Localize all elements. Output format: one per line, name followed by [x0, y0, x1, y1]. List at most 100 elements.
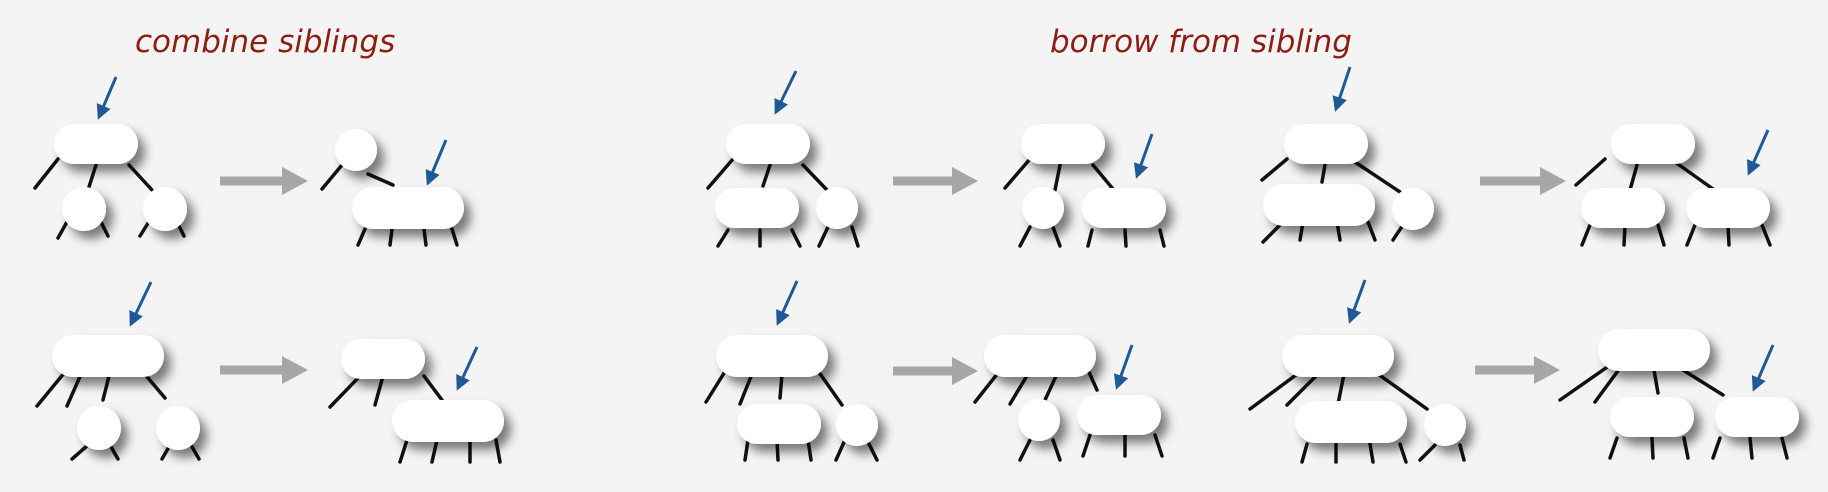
tree-edge [1003, 157, 1032, 190]
tree-edge [1043, 372, 1059, 402]
tree-edge [1685, 223, 1697, 247]
tree-edge [1650, 436, 1655, 460]
tree-edge [1366, 220, 1377, 242]
node-multi-key [1021, 124, 1105, 164]
tree-edge [790, 228, 802, 248]
tree-edge [366, 172, 395, 187]
tree-edge [1086, 368, 1099, 392]
tree-edge [1608, 436, 1619, 460]
title-borrow-from-sibling: borrow from sibling [1050, 24, 1352, 60]
tree-edge [1391, 223, 1405, 242]
tree-edge [1760, 223, 1772, 247]
tree-edge [738, 372, 754, 406]
tree-edge [761, 163, 772, 188]
tree-edge [328, 374, 362, 409]
node-multi-key [1282, 335, 1394, 377]
tree-edge [1051, 438, 1062, 462]
tree-edge [108, 443, 120, 461]
node-single-key [77, 406, 121, 450]
pointer-arrow [1332, 66, 1352, 112]
pointer-arrow [1751, 344, 1775, 392]
tree-edge [1153, 433, 1164, 458]
tree-edge [398, 438, 409, 464]
tree-edge [1711, 436, 1722, 460]
pointer-arrow [1113, 344, 1134, 390]
tree-edge [1053, 163, 1062, 192]
node-multi-key [1598, 329, 1710, 371]
title-combine-siblings: combine siblings [135, 24, 395, 60]
tree-edge [1320, 163, 1327, 184]
transition-arrow-head [282, 356, 308, 384]
transition-arrow-head [1534, 356, 1560, 384]
node-multi-key [984, 335, 1096, 377]
tree-edges [33, 157, 1789, 464]
pointer-arrow [774, 70, 798, 115]
node-multi-key [1715, 397, 1799, 437]
tree-edge [1682, 436, 1690, 460]
pointer-arrow [1347, 279, 1367, 324]
tree-edge [356, 227, 367, 247]
tree-edge [373, 374, 385, 407]
tree-edge [320, 163, 344, 191]
node-single-key [335, 129, 377, 171]
tree-edge [1086, 228, 1094, 248]
node-multi-key [1284, 124, 1368, 164]
node-multi-key [715, 188, 799, 228]
tree-edge [1285, 372, 1320, 407]
pointer-arrow [425, 139, 448, 186]
tree-edge [1398, 442, 1408, 464]
tree-edge [1248, 370, 1302, 411]
tree-edge [422, 374, 444, 402]
node-single-key [1018, 399, 1060, 441]
tree-edge [706, 157, 735, 190]
tree-edge [189, 443, 201, 461]
node-multi-key [52, 335, 164, 377]
tree-edge [1418, 443, 1437, 462]
pointer-arrow [456, 346, 479, 391]
tree-edge [422, 227, 428, 247]
tree-edge [1628, 163, 1639, 192]
transition-arrow-head [952, 357, 978, 385]
node-multi-key [352, 187, 464, 229]
tree-edge [704, 368, 728, 404]
tree-edge [86, 163, 98, 192]
transition-arrows [220, 167, 1566, 385]
tree-edge [388, 227, 394, 247]
tree-edge [817, 225, 830, 248]
tree-edge [850, 225, 860, 248]
tree-edge [1091, 163, 1115, 191]
pointer-arrow [776, 280, 799, 326]
tree-edge [1051, 225, 1062, 248]
tree-edge [33, 157, 60, 190]
tree-edge [35, 370, 67, 408]
tree-edge [1574, 157, 1607, 187]
node-multi-key [1077, 395, 1161, 435]
node-single-key [836, 404, 878, 446]
tree-edge [1368, 442, 1375, 464]
node-multi-key [54, 124, 138, 164]
transition-arrow-head [952, 167, 978, 195]
tree-edge [1748, 436, 1754, 460]
node-multi-key [1611, 124, 1695, 164]
tree-edge [1622, 223, 1627, 247]
node-multi-key [1263, 184, 1375, 226]
pointer-arrow [1133, 133, 1154, 179]
node-multi-key [341, 339, 425, 379]
tree-edge [1081, 433, 1092, 458]
tree-edge [1580, 223, 1592, 247]
node-multi-key [1581, 188, 1665, 228]
node-single-key [1022, 187, 1064, 229]
tree-edge [494, 438, 502, 464]
tree-edge [834, 438, 847, 462]
tree-edge [70, 443, 90, 461]
tree-edge [56, 218, 70, 240]
node-multi-key [726, 124, 810, 164]
tree-edge [1300, 442, 1309, 464]
node-single-key [816, 187, 858, 229]
tree-edge [1652, 368, 1660, 395]
tree-edge [65, 370, 84, 408]
tree-edge [1656, 223, 1666, 247]
tree-edge [1673, 160, 1715, 191]
